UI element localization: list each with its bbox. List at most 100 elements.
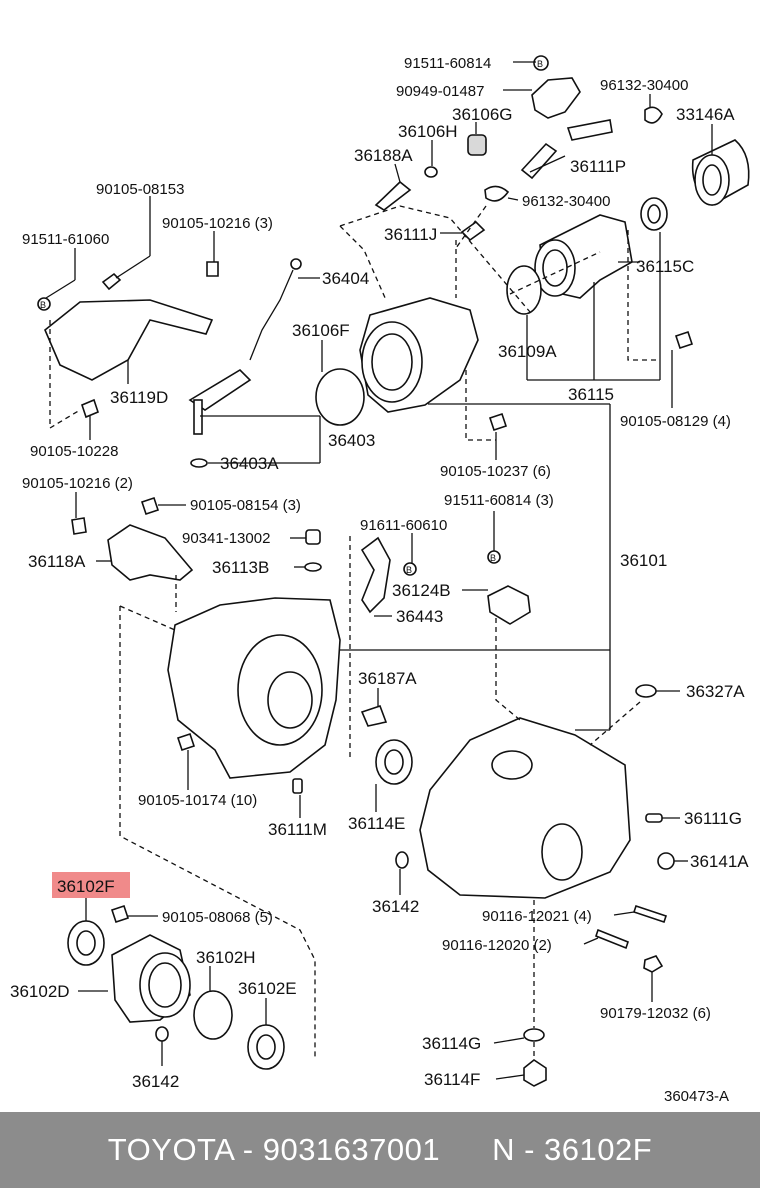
label[interactable]: 36114E (348, 814, 405, 833)
label[interactable]: 90116-12020 (2) (442, 937, 552, 954)
label[interactable]: 36327A (686, 682, 745, 701)
label[interactable]: 90116-12021 (4) (482, 908, 592, 925)
label[interactable]: 36443 (396, 607, 443, 626)
label[interactable]: 90105-08129 (4) (620, 413, 731, 430)
bolt-part-3[interactable] (81, 398, 99, 419)
label[interactable]: 96132-30400 (600, 77, 688, 94)
label[interactable]: 36106G (452, 105, 513, 124)
label[interactable]: 90105-08068 (5) (162, 909, 273, 926)
boot-part[interactable] (691, 139, 750, 206)
pipe-fitting-part[interactable] (460, 220, 486, 242)
bolt-part-5[interactable] (674, 330, 694, 350)
transfer-case-part[interactable] (359, 297, 479, 413)
label[interactable]: 36115 (568, 385, 614, 404)
label[interactable]: 36187A (358, 669, 417, 688)
gasket-part[interactable] (506, 265, 542, 315)
label[interactable]: 36102H (196, 948, 256, 967)
label[interactable]: 36403 (328, 431, 375, 450)
o-ring-36102h-part[interactable] (193, 990, 233, 1040)
label[interactable]: 90105-10237 (6) (440, 463, 551, 480)
label[interactable]: 90341-13002 (182, 530, 270, 547)
label[interactable]: 96132-30400 (522, 193, 610, 210)
main-case-part[interactable] (419, 717, 631, 899)
label[interactable]: 90105-10174 (10) (138, 792, 257, 809)
label[interactable]: 36111G (684, 809, 742, 828)
label[interactable]: 36106H (398, 122, 458, 141)
label[interactable]: 90949-01487 (396, 83, 484, 100)
label[interactable]: 90105-08154 (3) (190, 497, 301, 514)
label[interactable]: 36119D (110, 388, 168, 407)
plug-36327a-part[interactable] (635, 684, 657, 698)
plug-36114f-part[interactable] (523, 1059, 547, 1087)
seal-part[interactable] (640, 197, 668, 231)
transaxle-housing-part[interactable] (167, 597, 341, 779)
bracket-36118a-part[interactable] (107, 524, 194, 581)
extension-36102d-part[interactable] (111, 934, 191, 1023)
label[interactable]: 36142 (132, 1072, 179, 1091)
label[interactable]: 36102F (57, 877, 115, 896)
o-ring-part-2[interactable] (315, 368, 365, 426)
o-ring-part[interactable] (424, 166, 438, 178)
label[interactable]: 36106F (292, 321, 350, 340)
clip-part-2[interactable] (484, 185, 510, 202)
label[interactable]: 36115C (636, 257, 694, 276)
label[interactable]: 36404 (322, 269, 369, 288)
breather-part[interactable] (374, 180, 412, 211)
hose-part[interactable] (520, 119, 613, 180)
label[interactable]: 36124B (392, 581, 451, 600)
plug-36141a-part[interactable] (657, 852, 675, 870)
gasket-36113b-part[interactable] (304, 562, 322, 572)
seal-36114e-part[interactable] (375, 739, 413, 785)
label[interactable]: 36102D (10, 982, 70, 1001)
bolt-part-4[interactable] (488, 412, 508, 432)
label[interactable]: 36114G (422, 1034, 481, 1053)
plug-36142-part-2[interactable] (155, 1026, 169, 1042)
oil-seal-36102f-part[interactable] (67, 920, 105, 966)
extension-housing-part[interactable] (534, 214, 633, 299)
clip-36187a-part[interactable] (360, 704, 388, 727)
nut-part[interactable] (643, 955, 664, 973)
clip-36403a-part[interactable] (190, 458, 208, 468)
label[interactable]: 36111M (268, 820, 327, 839)
clip-part[interactable] (644, 106, 663, 124)
washer-36114g-part[interactable] (523, 1028, 545, 1042)
label[interactable]: 36111P (570, 157, 626, 176)
bolt-part-9[interactable] (176, 732, 196, 752)
pin-36111g-part[interactable] (645, 813, 663, 823)
label[interactable]: 90105-08153 (96, 181, 184, 198)
label[interactable]: 36109A (498, 342, 557, 361)
label[interactable]: 90179-12032 (6) (600, 1005, 711, 1022)
label[interactable]: 36101 (620, 551, 667, 570)
label[interactable]: 91511-61060 (22, 231, 109, 248)
label[interactable]: 36114F (424, 1070, 480, 1089)
label[interactable]: 90105-10216 (2) (22, 475, 133, 492)
plug-part[interactable] (467, 134, 487, 156)
bolt-part-6[interactable] (71, 517, 87, 535)
pin-part[interactable] (292, 778, 303, 794)
bracket-part[interactable]: B (531, 55, 581, 119)
label[interactable]: 36403A (220, 454, 279, 473)
plug-36142-part[interactable] (395, 851, 409, 869)
label[interactable]: 91511-60814 (404, 55, 491, 72)
stud-part[interactable] (632, 904, 668, 924)
cover-36124b-part[interactable]: B (487, 550, 531, 625)
label[interactable]: 36118A (28, 552, 86, 571)
label[interactable]: 36113B (212, 558, 269, 577)
label[interactable]: 33146A (676, 105, 735, 124)
label[interactable]: 91611-60610 (360, 517, 447, 534)
bolt-part-10[interactable] (110, 904, 130, 924)
label[interactable]: 91511-60814 (3) (444, 492, 554, 509)
bolt-part[interactable] (101, 272, 122, 291)
label[interactable]: 36188A (354, 146, 413, 165)
seal-36102e-part[interactable] (247, 1024, 285, 1070)
label[interactable]: 90105-10228 (30, 443, 118, 460)
label[interactable]: 36142 (372, 897, 419, 916)
label[interactable]: 36102E (238, 979, 297, 998)
bracket-36443-part[interactable] (360, 536, 391, 614)
bolt-part-7[interactable] (140, 496, 160, 516)
label[interactable]: 90105-10216 (3) (162, 215, 273, 232)
bolt-part-2[interactable] (206, 261, 219, 277)
stud-part-2[interactable] (595, 928, 629, 950)
bracket-36119d-part[interactable]: B (37, 297, 214, 381)
shift-lever-part[interactable] (188, 258, 302, 435)
